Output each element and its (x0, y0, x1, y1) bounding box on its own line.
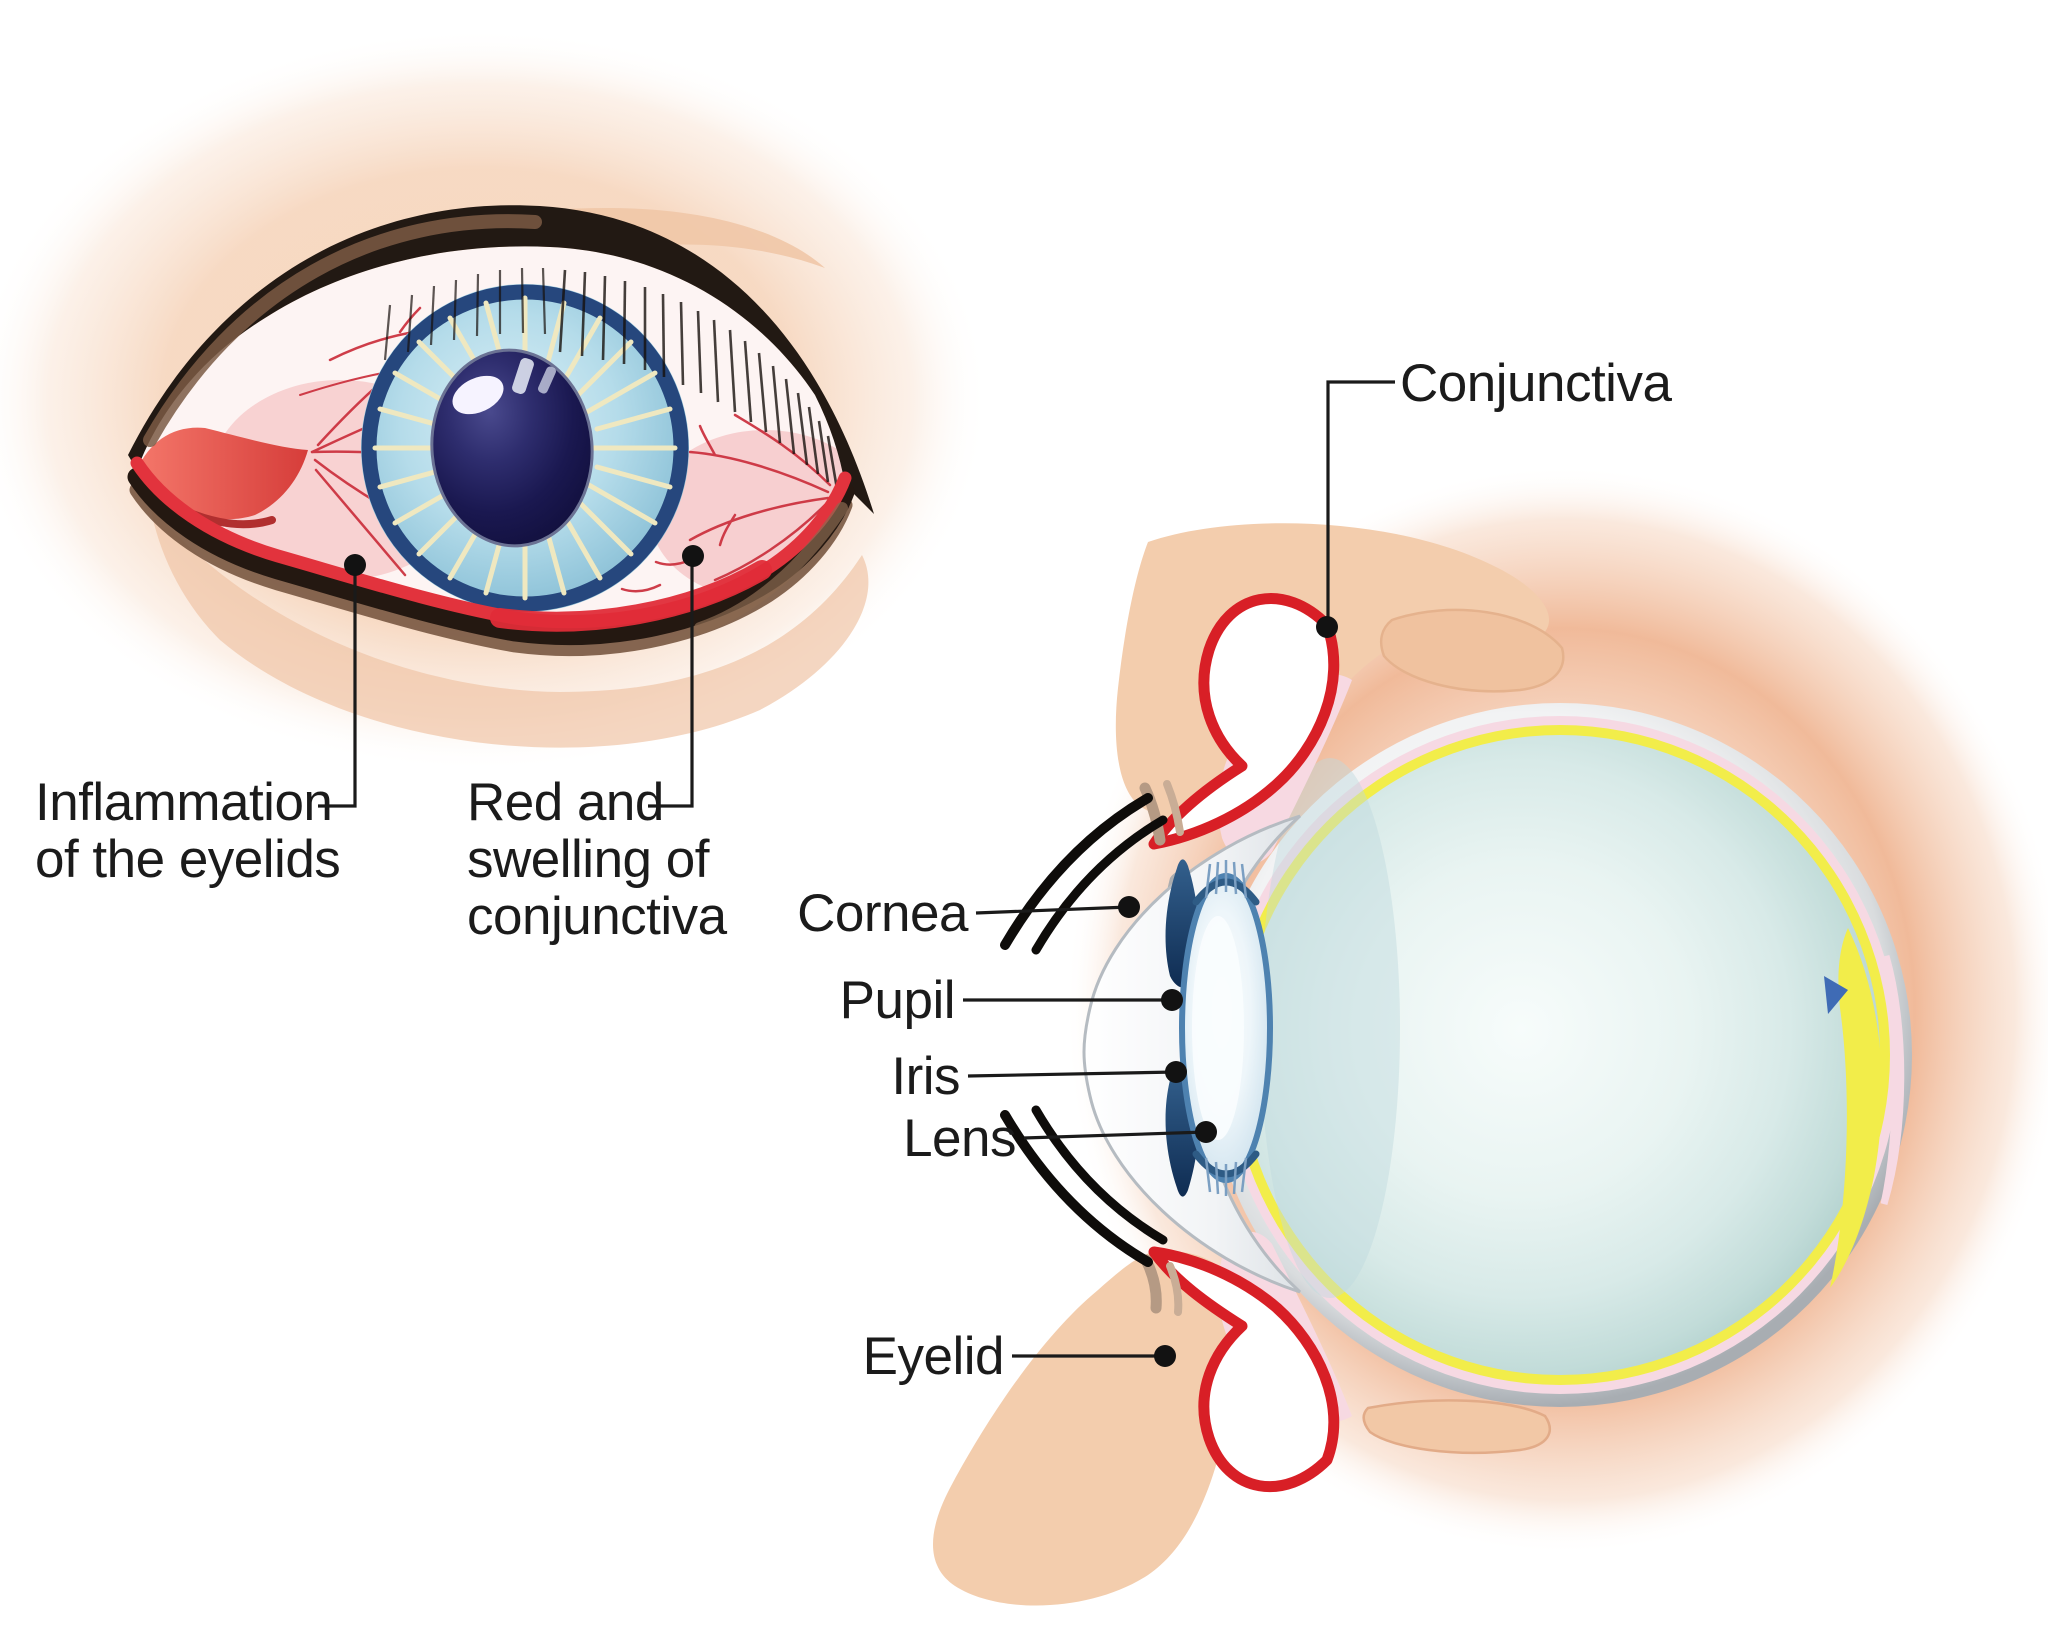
dot-eyelid (1154, 1345, 1176, 1367)
inflammation-label-line1: Inflammation (35, 773, 332, 832)
leader-lens (1023, 1130, 1207, 1140)
lens-core (1192, 916, 1244, 1140)
lower-lid-rim (127, 456, 855, 656)
label-lens: Lens (903, 1109, 1217, 1168)
zonule-fibers (1204, 860, 1248, 1196)
dot-lens (1195, 1121, 1217, 1143)
label-red-swelling: Red and swelling of conjunctiva (467, 545, 728, 946)
upper-lid-brown-edge (143, 214, 542, 447)
retina-yellow-crescent (1830, 928, 1882, 1288)
label-inflammation: Inflammation of the eyelids (35, 554, 366, 889)
interior-shading (1260, 758, 1400, 1298)
lower-eyelid-skin (932, 1251, 1240, 1606)
conjunctiva-lower-loop (1148, 1246, 1340, 1493)
iris (361, 284, 689, 612)
label-iris: Iris (891, 1047, 1187, 1106)
eyelash-icon (1000, 1110, 1153, 1267)
lower-lid-shading (150, 505, 869, 748)
label-pupil: Pupil (840, 971, 1183, 1030)
conjunctiva-upper-loop (1148, 593, 1340, 850)
cornea-label: Cornea (797, 884, 969, 943)
dot-conjunctiva (1316, 616, 1338, 638)
eyelash-icon (1000, 793, 1153, 950)
conjunctiva-label: Conjunctiva (1400, 354, 1672, 413)
pupil-label: Pupil (840, 971, 955, 1030)
leader-iris (967, 1070, 1177, 1078)
swelling-label-line1: Red and (467, 773, 664, 832)
lens-label: Lens (903, 1109, 1016, 1168)
swelling-label-line2: swelling of (467, 830, 710, 889)
vitreous-interior (1240, 735, 1880, 1375)
dot-iris (1165, 1061, 1187, 1083)
leader-red-swelling (648, 556, 694, 808)
pupil-reflection-bar (512, 358, 534, 394)
inflamed-rim-red-thick (490, 560, 772, 632)
eyelash-shadow-hatching-inner (383, 267, 547, 361)
optic-blue-notch (1824, 976, 1848, 1014)
eyelash-shadow-hatching (558, 269, 839, 490)
label-eyelid: Eyelid (863, 1327, 1176, 1386)
lower-lid-fold-piece (1362, 1399, 1551, 1455)
upper-lid-fold-piece (1380, 608, 1565, 693)
eyeball (1208, 703, 1912, 1407)
left-eye-illustration (0, 28, 990, 772)
choroid-pink-sliver (1880, 955, 1905, 1205)
leader-cornea (975, 905, 1130, 915)
dot-cornea (1118, 896, 1140, 918)
pupil-highlight (452, 375, 504, 415)
dot-red-swelling (682, 545, 704, 567)
pupil-reflection-bar-2 (538, 366, 556, 394)
annotations: Inflammation of the eyelids Red and swel… (35, 354, 1673, 1386)
leader-conjunctiva (1326, 380, 1395, 625)
inflammation-label-line2: of the eyelids (35, 830, 340, 889)
label-cornea: Cornea (797, 884, 1140, 943)
dot-inflammation (344, 554, 366, 576)
iris-label: Iris (891, 1047, 960, 1106)
upper-eyelashes (1000, 780, 1184, 955)
swelling-label-line3: conjunctiva (467, 887, 728, 946)
upper-eyelash-band (128, 205, 874, 514)
eyelid-label: Eyelid (863, 1327, 1004, 1386)
leader-inflammation (318, 565, 357, 808)
label-conjunctiva: Conjunctiva (1316, 354, 1673, 638)
right-eye-cross-section (932, 465, 2048, 1606)
lower-eyelashes (1000, 1105, 1183, 1316)
caruncle (137, 427, 308, 520)
iris-ring (361, 284, 689, 612)
dot-pupil (1161, 989, 1183, 1011)
